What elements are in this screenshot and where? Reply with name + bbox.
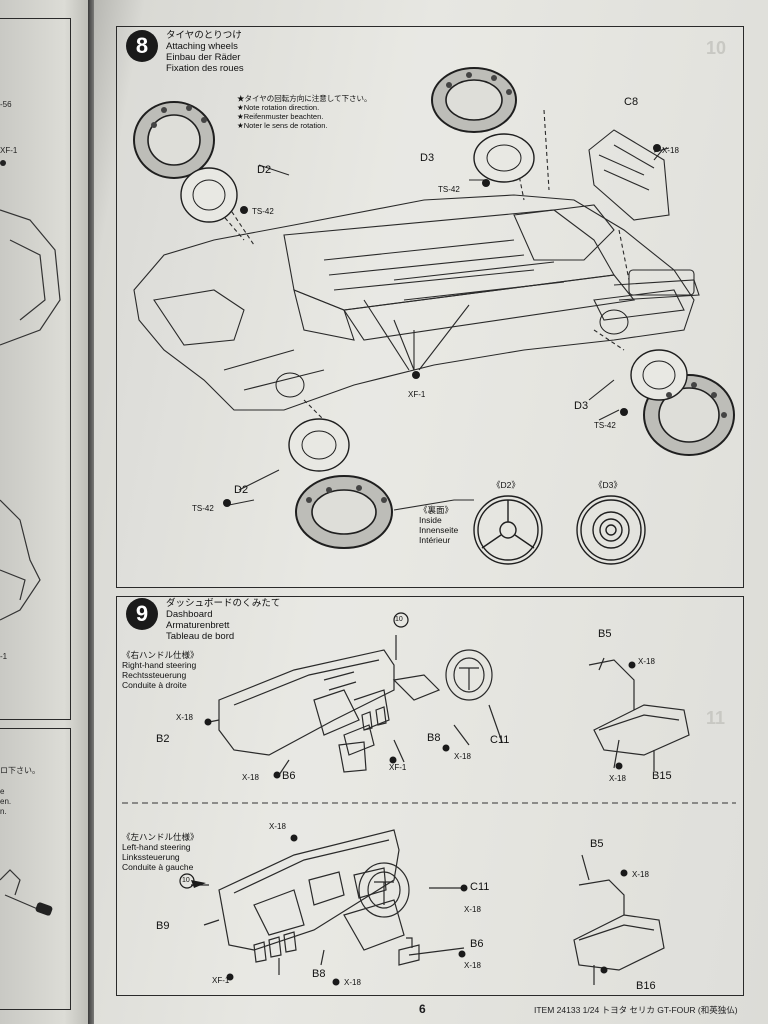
rhd-fr: Conduite à droite: [122, 680, 187, 690]
screw-x18-label: X-18: [344, 978, 361, 987]
wheel-d3-caption: 《D3》: [594, 480, 622, 490]
lhd-ja: 《左ハンドル仕様》: [122, 832, 199, 842]
note-ja: ★タイヤの回転方向に注意して下さい。: [237, 94, 372, 103]
step10-ref-marker: 10: [182, 877, 190, 884]
left-page-text: XF-1: [0, 146, 18, 155]
part-b6-label: B6: [470, 938, 484, 950]
step9-title: ダッシュボードのくみたて Dashboard Armaturenbrett Ta…: [166, 598, 280, 642]
screw-x18-label: X-18: [454, 752, 471, 761]
title-de: Einbau der Räder: [166, 52, 241, 63]
inside-fr: Intérieur: [419, 535, 451, 545]
note-de: ★Reifenmuster beachten.: [237, 112, 324, 121]
part-b6-label: B6: [282, 770, 296, 782]
part-c8-label: C8: [624, 96, 639, 108]
title-de: Armaturenbrett: [166, 620, 230, 631]
part-c11-label: C11: [470, 881, 490, 893]
rhd-de: Rechtssteuerung: [122, 670, 187, 680]
part-b15-label: B15: [652, 770, 672, 782]
screw-ts42-label: TS-42: [594, 421, 616, 430]
step8-title: タイヤのとりつけ Attaching wheels Einbau der Räd…: [166, 30, 244, 74]
title-fr: Fixation des roues: [166, 63, 244, 74]
screw-ts42-label: TS-42: [438, 185, 460, 194]
part-b5-label: B5: [590, 838, 604, 850]
lhd-en: Left-hand steering: [122, 842, 191, 852]
part-b5-label: B5: [598, 628, 612, 640]
rhd-en: Right-hand steering: [122, 660, 197, 670]
left-page-panel-frame: [0, 18, 71, 720]
title-fr: Tableau de bord: [166, 631, 235, 642]
part-d3-label: D3: [574, 400, 589, 412]
left-page-text: n.: [0, 807, 7, 816]
part-b2-label: B2: [156, 733, 170, 745]
screw-x18-label: X-18: [464, 961, 481, 970]
right-page: 8 タイヤのとりつけ Attaching wheels Einbau der R…: [94, 0, 768, 1024]
screw-ts42-label: TS-42: [192, 504, 214, 513]
screw-x18-label: X-18: [662, 146, 679, 155]
lhd-caption: 《左ハンドル仕様》 Left-hand steering Linkssteuer…: [122, 832, 199, 872]
screw-xf1-label: XF-1: [212, 976, 230, 985]
rotation-note: ★タイヤの回転方向に注意して下さい。 ★Note rotation direct…: [237, 94, 372, 130]
rhd-caption: 《右ハンドル仕様》 Right-hand steering Rechtssteu…: [122, 650, 199, 690]
title-en: Attaching wheels: [166, 41, 238, 52]
part-c11-label: C11: [490, 734, 510, 746]
next-step-watermark: 10: [706, 38, 727, 58]
screw-x18-label: X-18: [638, 657, 655, 666]
screw-xf1-label: XF-1: [389, 763, 407, 772]
page-gutter: [88, 0, 98, 1024]
step10-ref-marker: 10: [395, 616, 403, 623]
left-page-text: en.: [0, 797, 12, 806]
screw-x18-label: X-18: [464, 905, 481, 914]
step9-illustration: [122, 612, 736, 986]
screw-x18-label: X-18: [176, 713, 193, 722]
step9-number-badge: 9: [126, 598, 158, 630]
left-page-lower-frame: [0, 728, 71, 1010]
part-b8-label: B8: [312, 968, 326, 980]
screw-ts42-label: TS-42: [252, 207, 274, 216]
step8-illustration: [133, 67, 735, 565]
title-ja: ダッシュボードのくみたて: [166, 598, 281, 609]
item-code: ITEM 24133 1/24 トヨタ セリカ GT-FOUR (和英独仏): [534, 1005, 738, 1015]
rhd-ja: 《右ハンドル仕様》: [122, 650, 199, 660]
part-b16-label: B16: [636, 980, 656, 992]
screw-x18-label: X-18: [609, 774, 626, 783]
part-b8-label: B8: [427, 732, 441, 744]
lhd-fr: Conduite à gauche: [122, 862, 194, 872]
screw-xf1-label: XF-1: [408, 390, 426, 399]
left-page-drawings: [0, 160, 61, 916]
inside-de: Innenseite: [419, 525, 459, 535]
note-en: ★Note rotation direction.: [237, 103, 320, 112]
left-page-text: -56: [0, 100, 12, 109]
step8-number-badge: 8: [126, 30, 158, 62]
inside-en: Inside: [419, 515, 442, 525]
lhd-de: Linkssteuerung: [122, 852, 180, 862]
left-page-text: -1: [0, 652, 8, 661]
note-fr: ★Noter le sens de rotation.: [237, 121, 328, 130]
page-number: 6: [419, 1002, 426, 1016]
screw-x18-label: X-18: [269, 822, 286, 831]
step8-panel: [116, 26, 744, 588]
title-ja: タイヤのとりつけ: [166, 30, 242, 41]
part-d2-label: D2: [234, 484, 249, 496]
left-page-text: ロ下さい。: [0, 766, 40, 775]
part-b9-label: B9: [156, 920, 170, 932]
part-d2-label: D2: [257, 164, 272, 176]
step9-panel: [116, 596, 744, 996]
part-d3-label: D3: [420, 152, 435, 164]
inside-ja: 《裏面》: [419, 505, 454, 515]
left-page-text: e: [0, 787, 5, 796]
next-step-watermark: 11: [706, 708, 726, 728]
left-page: -56 XF-1 -1 ロ下さい。 e en. n.: [0, 0, 92, 1024]
inside-view-caption: 《裏面》 Inside Innenseite Intérieur: [419, 505, 458, 545]
screw-x18-label: X-18: [242, 773, 259, 782]
title-en: Dashboard: [166, 609, 213, 620]
wheel-d2-caption: 《D2》: [492, 480, 520, 490]
screw-x18-label: X-18: [632, 870, 649, 879]
